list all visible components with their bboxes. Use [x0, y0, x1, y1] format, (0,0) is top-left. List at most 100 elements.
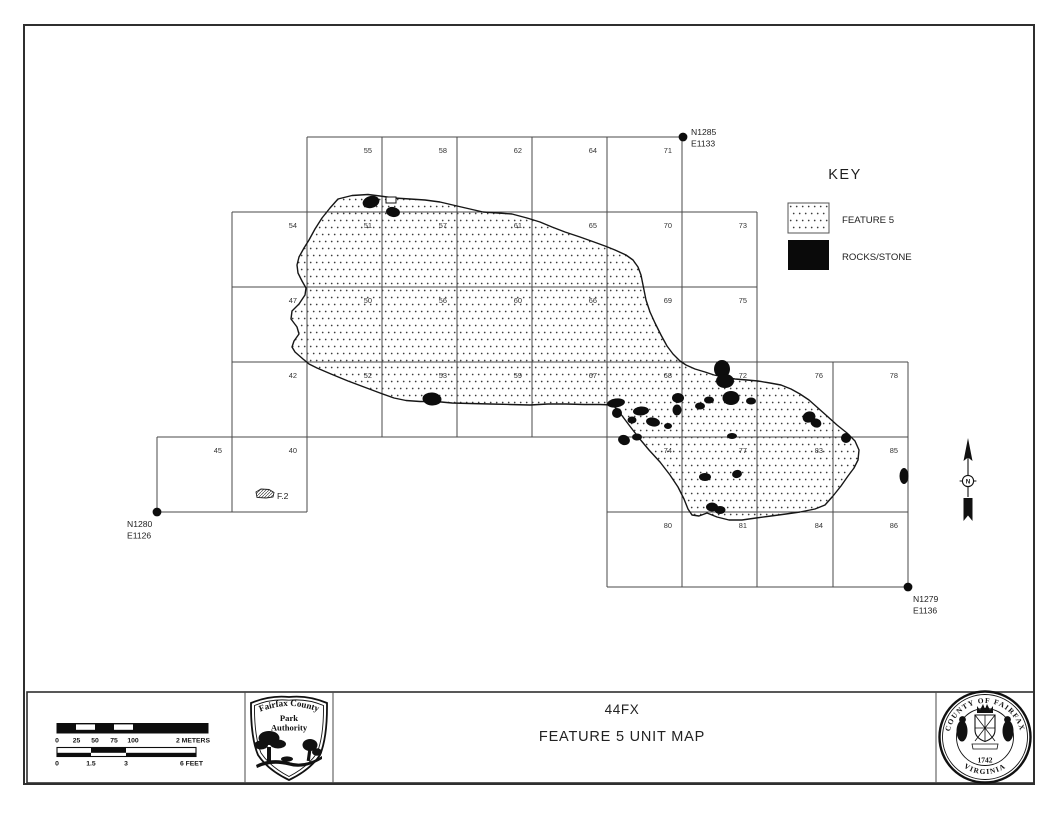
open-rock-outline	[385, 196, 397, 204]
map-title: FEATURE 5 UNIT MAP	[539, 729, 705, 745]
unit-number-61: 61	[514, 221, 522, 230]
key-swatch-rocks	[788, 240, 829, 270]
rock-stone	[612, 408, 622, 418]
meters-tick-label: 100	[127, 738, 139, 745]
rock-stone	[716, 374, 734, 388]
north-letter: N	[966, 478, 971, 485]
site-number: 44FX	[605, 702, 640, 717]
rock-stone	[810, 418, 822, 428]
unit-number-67: 67	[589, 371, 597, 380]
datum-dot	[152, 507, 162, 517]
unit-number-53: 53	[439, 371, 447, 380]
rock-stone	[727, 433, 737, 439]
scale-bar-feet: 0 1.5 3 6 FEET	[55, 746, 204, 768]
unit-number-51: 51	[364, 221, 372, 230]
unit-number-47: 47	[289, 296, 297, 305]
key-label-rocks: ROCKS/STONE	[842, 252, 912, 263]
page-border	[23, 24, 1035, 785]
key-swatch-feature5	[787, 202, 830, 234]
unit-number-42: 42	[289, 371, 297, 380]
map-key: KEY FEATURE 5 ROCKS/STONE	[787, 167, 912, 270]
datum-coordinate: N1280	[127, 519, 153, 529]
unit-number-81: 81	[739, 521, 747, 530]
county-seal: COUNTY OF FAIRFAX VIRGINIA 1742	[938, 690, 1032, 784]
unit-number-45: 45	[214, 446, 222, 455]
rock-stone	[618, 434, 630, 446]
unit-number-78: 78	[890, 371, 898, 380]
rock-stone	[672, 393, 684, 403]
rock-stone	[695, 402, 705, 410]
unit-number-60: 60	[514, 296, 522, 305]
unit-number-69: 69	[664, 296, 672, 305]
unit-number-83: 83	[815, 446, 823, 455]
f2-label: F.2	[277, 491, 289, 501]
feet-tick-label: 0	[55, 761, 59, 768]
seal-inner-ring	[956, 708, 1014, 766]
unit-number-62: 62	[514, 146, 522, 155]
shield-line3: Authority	[271, 723, 308, 733]
unit-number-72: 72	[739, 371, 747, 380]
meters-tick-label: 75	[110, 738, 118, 745]
rock-stone	[699, 473, 711, 481]
feature-f2: F.2	[255, 488, 289, 501]
rock-stone	[632, 433, 642, 441]
rock-stone	[422, 392, 442, 406]
rock-stone	[627, 416, 637, 424]
rock-stone	[386, 206, 400, 218]
meters-tick-label: 25	[73, 738, 81, 745]
unit-number-50: 50	[364, 296, 372, 305]
rock-stone	[646, 417, 660, 427]
unit-number-74: 74	[664, 446, 672, 455]
rocks-layer	[362, 195, 909, 514]
datum-coordinate: E1136	[913, 606, 937, 616]
shield-line2: Park	[280, 713, 298, 723]
unit-number-40: 40	[289, 446, 297, 455]
rock-stone	[899, 468, 909, 484]
rock-stone	[704, 396, 714, 404]
fcpa-shield-logo: Fairfax County Park Authority	[250, 695, 328, 781]
datum-coordinate: N1285	[691, 127, 717, 137]
unit-number-75: 75	[739, 296, 747, 305]
north-arrow-head-icon	[963, 438, 973, 461]
rock-stone	[841, 433, 851, 443]
unit-number-65: 65	[589, 221, 597, 230]
seal-year: 1742	[978, 756, 993, 765]
unit-number-64: 64	[589, 146, 597, 155]
north-ribbon-icon	[963, 498, 973, 521]
rock-stone	[607, 398, 625, 408]
meters-tick-label: 0	[55, 738, 59, 745]
feet-tick-label: 1.5	[86, 761, 96, 768]
unit-number-59: 59	[514, 371, 522, 380]
key-title: KEY	[828, 167, 862, 183]
meters-tick-label: 50	[91, 738, 99, 745]
feet-end-label: 6 FEET	[180, 761, 204, 768]
seal-coat-of-arms-icon	[956, 704, 1014, 750]
feature5-area	[291, 194, 859, 520]
rock-stone	[714, 506, 726, 514]
rock-stone	[633, 406, 649, 416]
title-block: 0 25 50 75 100 2 METERS 0 1.5 3 6 FEET Fairfax…	[26, 690, 1035, 784]
datum-dot	[903, 582, 913, 592]
key-label-feature5: FEATURE 5	[842, 215, 894, 226]
unit-number-84: 84	[815, 521, 823, 530]
unit-number-76: 76	[815, 371, 823, 380]
unit-number-55: 55	[364, 146, 372, 155]
unit-number-85: 85	[890, 446, 898, 455]
shield-trees-icon	[254, 731, 322, 768]
unit-number-56: 56	[439, 296, 447, 305]
feature5-outline	[290, 193, 860, 521]
unit-number-80: 80	[664, 521, 672, 530]
feet-tick-label: 3	[124, 761, 128, 768]
unit-number-54: 54	[289, 221, 297, 230]
meters-end-label: 2 METERS	[176, 738, 210, 745]
rock-stone	[664, 423, 672, 429]
rock-stone	[714, 360, 730, 378]
unit-number-71: 71	[664, 146, 672, 155]
unit-number-58: 58	[439, 146, 447, 155]
unit-number-86: 86	[890, 521, 898, 530]
unit-number-57: 57	[439, 221, 447, 230]
